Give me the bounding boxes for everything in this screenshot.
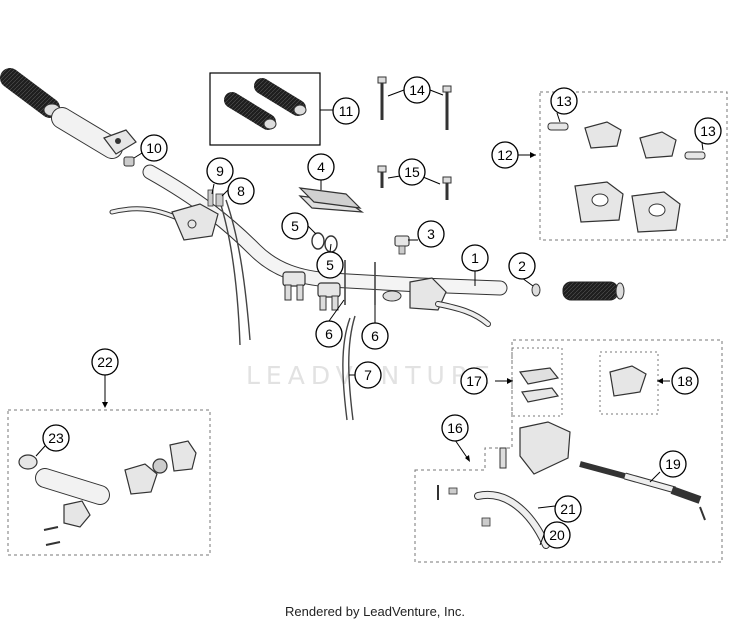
callout-20: 20 — [543, 521, 571, 549]
bolts-14 — [377, 76, 452, 130]
cables — [219, 199, 356, 421]
callout-16: 16 — [441, 414, 469, 442]
svg-text:10: 10 — [146, 140, 162, 156]
left-throttle-tube — [51, 107, 137, 159]
svg-text:13: 13 — [700, 123, 716, 139]
svg-text:6: 6 — [325, 326, 333, 342]
callouts: 1 2 3 4 5 5 6 6 7 8 9 10 11 12 13 13 14 … — [42, 76, 722, 549]
brake-detail-parts — [437, 365, 706, 549]
right-bar-end-2 — [531, 283, 541, 297]
callout-4: 4 — [307, 153, 335, 181]
callout-19: 19 — [659, 450, 687, 478]
callout-5a: 5 — [281, 212, 309, 240]
svg-text:15: 15 — [404, 164, 420, 180]
callout-2: 2 — [508, 252, 536, 280]
throttle-kit-parts — [18, 440, 197, 546]
svg-text:19: 19 — [665, 456, 681, 472]
svg-text:2: 2 — [518, 258, 526, 274]
callout-10: 10 — [140, 134, 168, 162]
svg-text:13: 13 — [556, 93, 572, 109]
svg-text:11: 11 — [339, 103, 354, 119]
callout-1: 1 — [461, 244, 489, 272]
callout-9: 9 — [206, 157, 234, 185]
svg-text:20: 20 — [549, 527, 565, 543]
svg-text:8: 8 — [237, 183, 245, 199]
callout-15: 15 — [398, 158, 426, 186]
clamp-bolts-6 — [344, 260, 376, 305]
svg-text:6: 6 — [371, 328, 379, 344]
clutch-lever-assembly — [109, 203, 219, 241]
front-brake-lever-assembly — [382, 277, 491, 327]
callout-22: 22 — [91, 348, 119, 376]
svg-text:1: 1 — [471, 250, 479, 266]
handlebar — [142, 164, 508, 296]
svg-text:18: 18 — [677, 373, 693, 389]
master-cylinder-cap-3 — [394, 235, 410, 255]
callout-12: 12 — [491, 141, 519, 169]
callout-17: 17 — [460, 367, 488, 395]
callout-23: 23 — [42, 424, 70, 452]
callout-3: 3 — [417, 220, 445, 248]
callout-6a: 6 — [315, 320, 343, 348]
throttle-grommet-10 — [123, 156, 135, 167]
cable-adjusters-8-9 — [207, 189, 224, 207]
svg-text:16: 16 — [447, 420, 463, 436]
svg-text:7: 7 — [364, 367, 372, 383]
svg-text:14: 14 — [409, 82, 425, 98]
arrow-heads — [102, 152, 663, 462]
callout-5b: 5 — [316, 251, 344, 279]
callout-18: 18 — [671, 367, 699, 395]
svg-text:5: 5 — [291, 218, 299, 234]
svg-text:4: 4 — [317, 159, 325, 175]
callout-7: 7 — [354, 361, 382, 389]
bolts-15 — [377, 165, 452, 200]
handlebar-clamps — [282, 271, 341, 311]
svg-text:22: 22 — [97, 354, 113, 370]
left-grip — [0, 68, 61, 118]
right-grip — [562, 281, 625, 301]
callout-13b: 13 — [694, 117, 722, 145]
svg-text:23: 23 — [48, 430, 64, 446]
clamp-kit-parts — [547, 121, 706, 233]
leader-lines — [35, 89, 704, 546]
svg-text:3: 3 — [427, 226, 435, 242]
svg-text:17: 17 — [466, 373, 482, 389]
footer-credit: Rendered by LeadVenture, Inc. — [285, 604, 465, 619]
callout-13a: 13 — [550, 87, 578, 115]
svg-text:9: 9 — [216, 163, 224, 179]
callout-14: 14 — [403, 76, 431, 104]
grip-kit-box — [209, 72, 321, 146]
svg-text:5: 5 — [326, 257, 334, 273]
reservoir-cap-box — [511, 347, 563, 417]
svg-text:12: 12 — [497, 147, 513, 163]
callout-8: 8 — [227, 177, 255, 205]
callout-21: 21 — [554, 495, 582, 523]
callout-6b: 6 — [361, 322, 389, 350]
svg-text:21: 21 — [560, 501, 576, 517]
callout-11: 11 — [332, 97, 360, 125]
clamp-kit-box — [539, 91, 728, 241]
handlebar-pad-4 — [298, 187, 365, 213]
grip-kit-grips — [224, 78, 307, 130]
washers-5 — [311, 232, 338, 253]
